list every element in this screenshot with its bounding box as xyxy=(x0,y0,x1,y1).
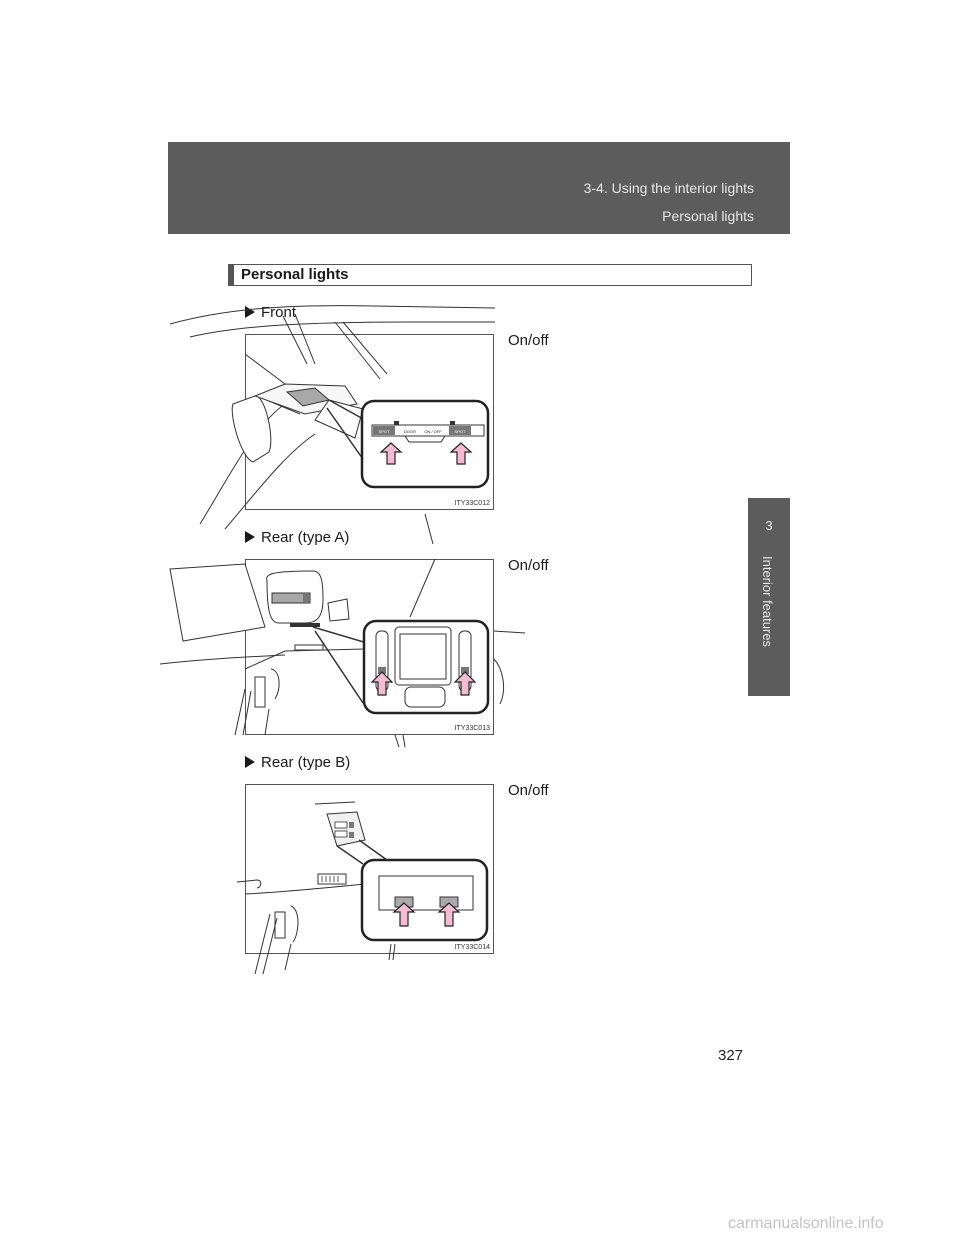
arrow-right-icon xyxy=(449,442,473,465)
rear-b-caption: On/off xyxy=(508,782,549,799)
page-number: 327 xyxy=(718,1047,744,1064)
rear-b-heading-text: Rear (type B) xyxy=(261,754,351,771)
rear-b-figure-code: ITY33C014 xyxy=(454,944,490,951)
rear-a-illustration xyxy=(159,558,526,748)
rear-a-caption: On/off xyxy=(508,557,549,574)
watermark: carmanualsonline.info xyxy=(728,1215,884,1232)
triangle-bullet-icon xyxy=(245,531,255,543)
rear-b-figure: ITY33C014 xyxy=(236,784,494,975)
title-accent xyxy=(229,265,234,285)
rear-a-figure-code: ITY33C013 xyxy=(454,725,490,732)
rear-b-illustration xyxy=(236,784,494,975)
chapter-side-tab: 3 Interior features xyxy=(748,498,790,696)
front-figure: SPOT DOOR ON / OFF SPOT ITY33C012 xyxy=(169,305,496,545)
switch-label-spot-left: SPOT xyxy=(379,429,390,434)
rear-a-heading: Rear (type A) xyxy=(245,529,349,546)
switch-label-spot-right: SPOT xyxy=(455,429,466,434)
arrow-left-icon xyxy=(370,671,394,696)
arrow-left-icon xyxy=(392,902,416,927)
triangle-bullet-icon xyxy=(245,306,255,318)
front-illustration: SPOT DOOR ON / OFF SPOT xyxy=(169,305,496,545)
section-title-bar: Personal lights xyxy=(228,264,752,286)
arrow-right-icon xyxy=(453,671,477,696)
arrow-left-icon xyxy=(379,442,403,465)
switch-label-door: DOOR xyxy=(404,429,416,434)
header-section-title: 3-4. Using the interior lights xyxy=(583,180,754,196)
chapter-number: 3 xyxy=(765,518,773,533)
switch-label-onoff: ON / OFF xyxy=(424,429,442,434)
rear-a-heading-text: Rear (type A) xyxy=(261,529,350,546)
chapter-title: Interior features xyxy=(760,556,775,648)
rear-a-figure: ITY33C013 xyxy=(159,558,526,748)
triangle-bullet-icon xyxy=(245,756,255,768)
section-title: Personal lights xyxy=(241,266,349,283)
front-caption: On/off xyxy=(508,332,549,349)
header-band: 3-4. Using the interior lights Personal … xyxy=(168,142,790,234)
rear-b-heading: Rear (type B) xyxy=(245,754,350,771)
header-subsection-title: Personal lights xyxy=(662,208,754,224)
arrow-right-icon xyxy=(437,902,461,927)
front-figure-code: ITY33C012 xyxy=(454,500,490,507)
